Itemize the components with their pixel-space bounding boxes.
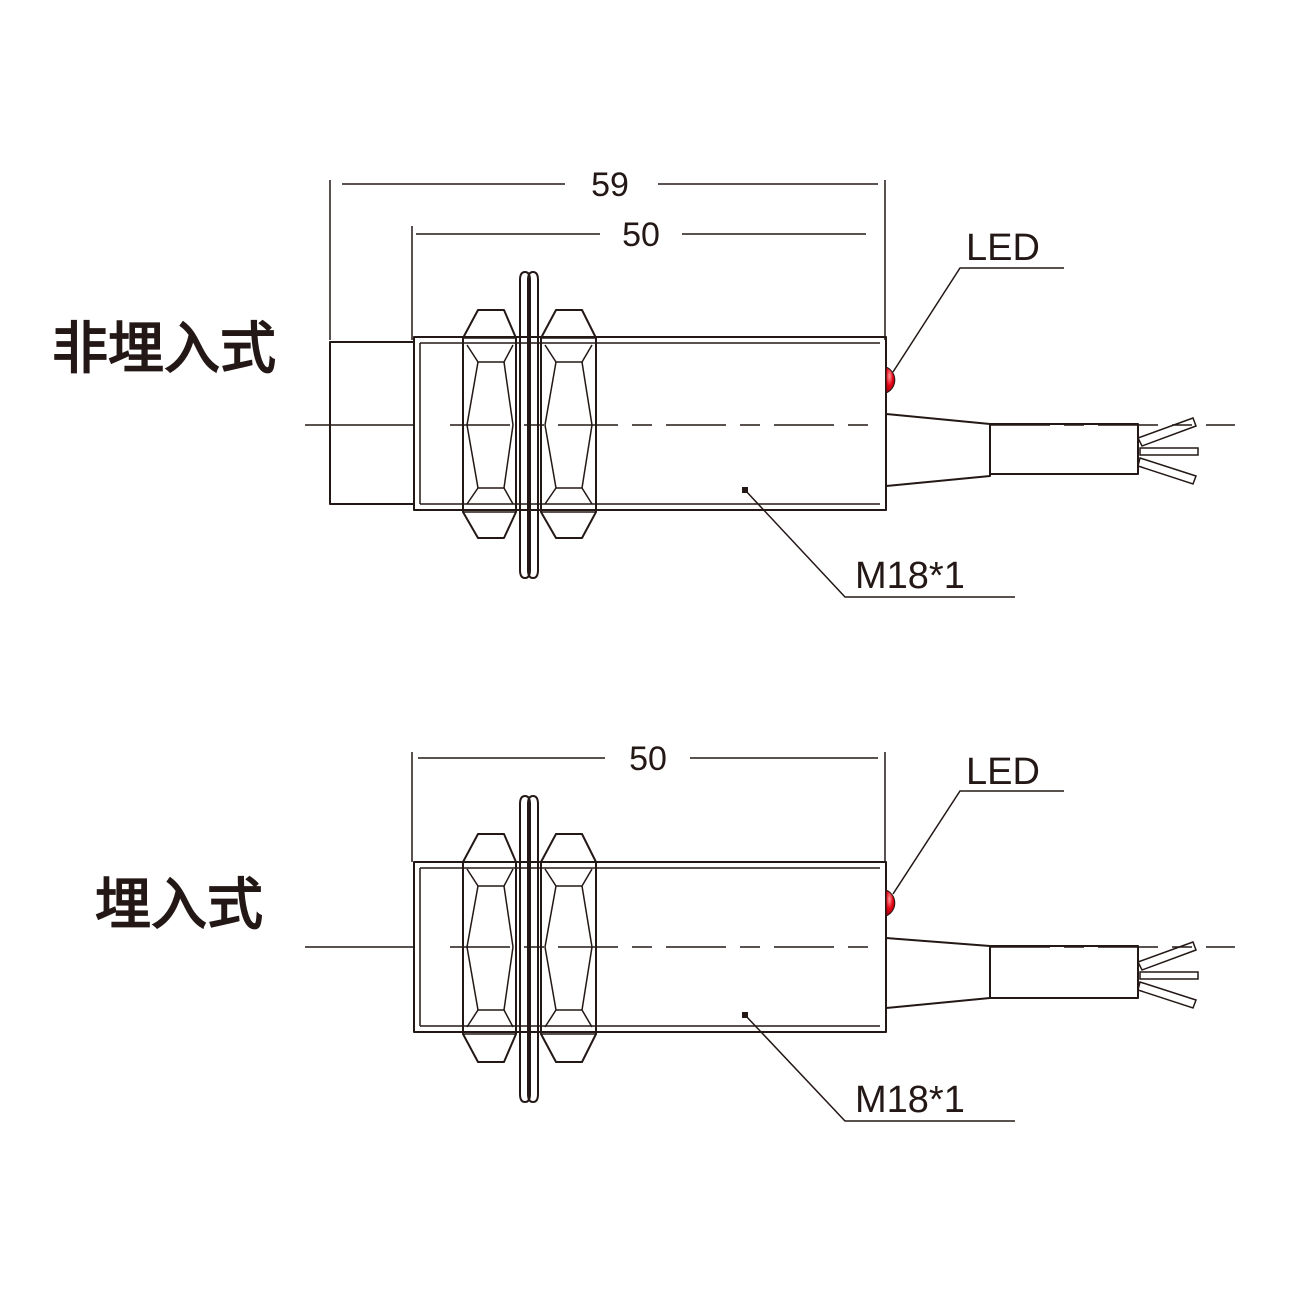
nut-left-top: [462, 309, 517, 539]
dimension-59-label: 59: [591, 166, 629, 204]
nut-left-bottom: [462, 833, 517, 1063]
dimension-50-bottom-label: 50: [629, 740, 667, 778]
threaded-body-top: [413, 336, 887, 511]
cable-gland-bottom: [885, 937, 1139, 1009]
led-indicator-bottom: LED: [885, 751, 1064, 917]
flush-sensor-view: 埋入式 50: [95, 740, 1235, 1122]
dimension-59: 59: [329, 166, 886, 340]
thread-label-bottom: M18*1: [855, 1079, 965, 1121]
thread-label-top: M18*1: [855, 555, 965, 597]
led-label-top: LED: [966, 227, 1040, 269]
thread-callout-bottom: M18*1: [742, 1012, 1015, 1122]
washer-top: [519, 271, 539, 579]
non-flush-title: 非埋入式: [52, 317, 276, 382]
wires-bottom: [1136, 941, 1199, 1009]
wires-top: [1136, 417, 1199, 485]
non-flush-sensor-view: 非埋入式 59 50: [52, 166, 1235, 598]
led-indicator-top: LED: [885, 227, 1064, 394]
flush-title: 埋入式: [95, 873, 263, 938]
dimension-50-top-label: 50: [622, 216, 660, 254]
dimension-50-bottom: 50: [411, 740, 886, 862]
dimension-50-top: 50: [411, 216, 866, 340]
led-label-bottom: LED: [966, 751, 1040, 793]
nut-right-top: [540, 309, 597, 539]
nut-right-bottom: [540, 833, 597, 1063]
washer-bottom: [519, 795, 539, 1103]
thread-callout-top: M18*1: [742, 487, 1015, 598]
sensing-head: [329, 341, 415, 505]
cable-gland-top: [885, 413, 1139, 487]
